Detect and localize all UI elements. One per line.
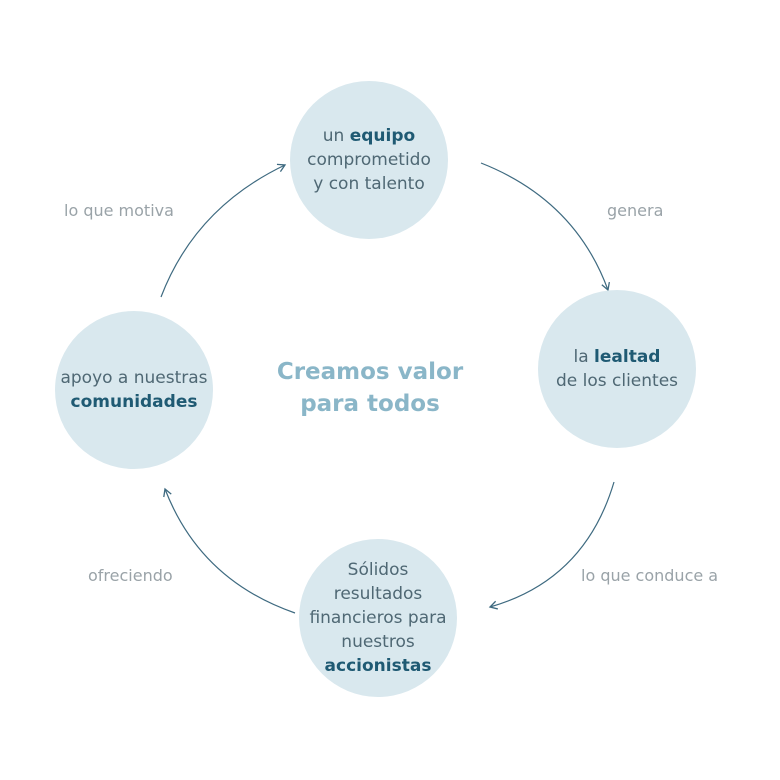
node-top-prefix: un [322, 126, 345, 146]
node-right-prefix: la [573, 347, 589, 367]
node-top-highlight: equipo [349, 126, 416, 146]
node-bottom-line1: Sólidos [347, 560, 409, 580]
center-title: Creamos valor para todos [240, 356, 500, 420]
node-left-highlight: comunidades [70, 392, 198, 412]
center-title-line1: Creamos valor [276, 359, 464, 385]
center-title-line2: para todos [300, 391, 440, 417]
node-right-line1: la lealtad [574, 345, 661, 369]
edge-label-left-to-top: lo que motiva [64, 201, 174, 220]
edge-label-top-to-right: genera [607, 201, 664, 220]
node-left-line1: apoyo a nuestras [60, 368, 208, 388]
node-engaged-team: un equipo comprometido y con talento [290, 81, 448, 239]
node-top-line1: un equipo [323, 124, 415, 148]
node-community-support: apoyo a nuestras comunidades [55, 311, 213, 469]
node-bottom-line4: nuestros [341, 632, 415, 652]
arrow-right-to-bottom [488, 481, 615, 610]
node-left-line2: comunidades [71, 390, 198, 414]
node-top-line3: y con talento [313, 174, 425, 194]
arrow-top-to-right [480, 162, 610, 292]
node-bottom-line5: accionistas [325, 654, 432, 678]
edge-label-right-to-bottom: lo que conduce a [581, 566, 719, 585]
node-bottom-line2: resultados [333, 584, 423, 604]
edge-label-bottom-to-left: ofreciendo [88, 566, 173, 585]
node-bottom-line3: financieros para [309, 608, 447, 628]
node-top-line2: comprometido [307, 150, 431, 170]
arrow-left-to-top [160, 163, 287, 298]
node-right-highlight: lealtad [594, 347, 661, 367]
node-financial-results: Sólidos resultados financieros para nues… [299, 539, 457, 697]
arrow-bottom-to-left [163, 487, 296, 614]
node-right-line2: de los clientes [555, 371, 679, 391]
node-customer-loyalty: la lealtad de los clientes [538, 290, 696, 448]
node-bottom-highlight: accionistas [324, 656, 432, 676]
